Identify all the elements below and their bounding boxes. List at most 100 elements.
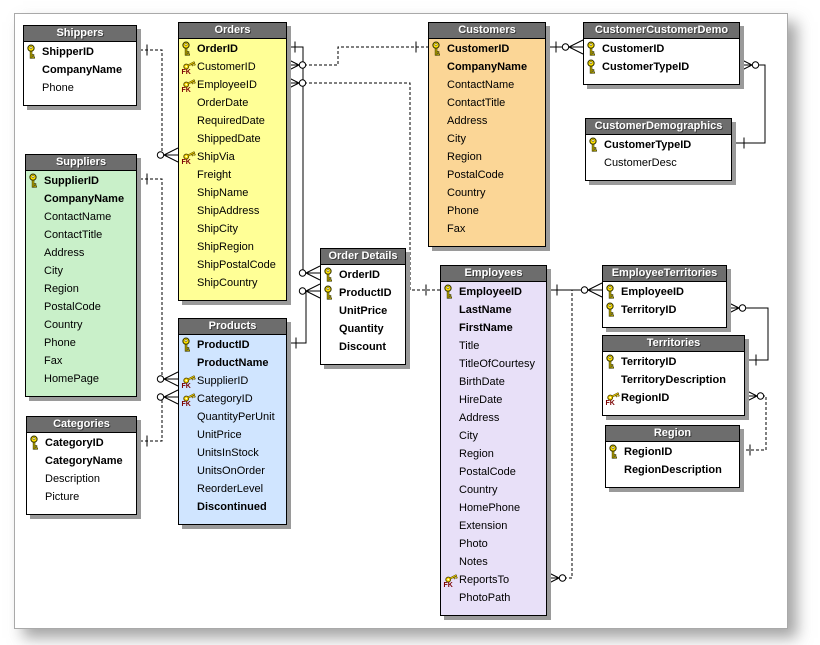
field-row-description[interactable]: Description	[27, 470, 136, 488]
field-row-hiredate[interactable]: HireDate	[441, 391, 546, 409]
field-row-customertypeid[interactable]: CustomerTypeID	[586, 136, 731, 154]
field-row-orderdate[interactable]: OrderDate	[179, 94, 286, 112]
field-row-homepage[interactable]: HomePage	[26, 370, 136, 388]
field-row-city[interactable]: City	[429, 130, 545, 148]
table-title[interactable]: Employees	[441, 266, 546, 282]
field-row-homephone[interactable]: HomePhone	[441, 499, 546, 517]
field-row-customerid[interactable]: CustomerID	[429, 40, 545, 58]
field-row-address[interactable]: Address	[441, 409, 546, 427]
field-row-photopath[interactable]: PhotoPath	[441, 589, 546, 607]
field-row-supplierid[interactable]: SupplierID	[26, 172, 136, 190]
field-row-country[interactable]: Country	[429, 184, 545, 202]
table-title[interactable]: Territories	[603, 336, 744, 352]
field-row-unitsinstock[interactable]: UnitsInStock	[179, 444, 286, 462]
field-row-unitprice[interactable]: UnitPrice	[179, 426, 286, 444]
field-row-companyname[interactable]: CompanyName	[429, 58, 545, 76]
field-row-region[interactable]: Region	[26, 280, 136, 298]
field-row-discount[interactable]: Discount	[321, 338, 405, 356]
field-row-categoryname[interactable]: CategoryName	[27, 452, 136, 470]
field-row-phone[interactable]: Phone	[429, 202, 545, 220]
field-row-freight[interactable]: Freight	[179, 166, 286, 184]
field-row-phone[interactable]: Phone	[24, 79, 136, 97]
field-row-postalcode[interactable]: PostalCode	[441, 463, 546, 481]
field-row-extension[interactable]: Extension	[441, 517, 546, 535]
field-row-city[interactable]: City	[26, 262, 136, 280]
field-row-birthdate[interactable]: BirthDate	[441, 373, 546, 391]
field-row-customerdesc[interactable]: CustomerDesc	[586, 154, 731, 172]
table-title[interactable]: Order Details	[321, 249, 405, 265]
field-row-title[interactable]: Title	[441, 337, 546, 355]
field-row-country[interactable]: Country	[26, 316, 136, 334]
field-row-notes[interactable]: Notes	[441, 553, 546, 571]
field-row-shipcity[interactable]: ShipCity	[179, 220, 286, 238]
field-row-address[interactable]: Address	[26, 244, 136, 262]
field-row-unitsonorder[interactable]: UnitsOnOrder	[179, 462, 286, 480]
field-row-territoryid[interactable]: TerritoryID	[603, 301, 726, 319]
field-row-regiondescription[interactable]: RegionDescription	[606, 461, 739, 479]
table-title[interactable]: CustomerDemographics	[586, 119, 731, 135]
field-row-productid[interactable]: ProductID	[321, 284, 405, 302]
table-title[interactable]: Shippers	[24, 26, 136, 42]
field-row-discontinued[interactable]: Discontinued	[179, 498, 286, 516]
field-row-shippeddate[interactable]: ShippedDate	[179, 130, 286, 148]
field-row-quantityperunit[interactable]: QuantityPerUnit	[179, 408, 286, 426]
field-row-postalcode[interactable]: PostalCode	[26, 298, 136, 316]
table-title[interactable]: Categories	[27, 417, 136, 433]
field-row-companyname[interactable]: CompanyName	[24, 61, 136, 79]
field-row-contacttitle[interactable]: ContactTitle	[429, 94, 545, 112]
field-row-fax[interactable]: Fax	[26, 352, 136, 370]
table-title[interactable]: CustomerCustomerDemo	[584, 23, 739, 39]
table-title[interactable]: Orders	[179, 23, 286, 39]
field-row-regionid[interactable]: RegionID	[606, 443, 739, 461]
field-row-unitprice[interactable]: UnitPrice	[321, 302, 405, 320]
field-row-shipperid[interactable]: ShipperID	[24, 43, 136, 61]
field-row-quantity[interactable]: Quantity	[321, 320, 405, 338]
field-row-lastname[interactable]: LastName	[441, 301, 546, 319]
field-row-address[interactable]: Address	[429, 112, 545, 130]
field-row-country[interactable]: Country	[441, 481, 546, 499]
field-row-fax[interactable]: Fax	[429, 220, 545, 238]
field-row-reorderlevel[interactable]: ReorderLevel	[179, 480, 286, 498]
field-row-productname[interactable]: ProductName	[179, 354, 286, 372]
field-row-orderid[interactable]: OrderID	[321, 266, 405, 284]
field-row-contacttitle[interactable]: ContactTitle	[26, 226, 136, 244]
field-row-customertypeid[interactable]: CustomerTypeID	[584, 58, 739, 76]
field-row-territoryid[interactable]: TerritoryID	[603, 353, 744, 371]
table-title[interactable]: Region	[606, 426, 739, 442]
table-title[interactable]: EmployeeTerritories	[603, 266, 726, 282]
field-row-contactname[interactable]: ContactName	[429, 76, 545, 94]
field-row-requireddate[interactable]: RequiredDate	[179, 112, 286, 130]
field-row-city[interactable]: City	[441, 427, 546, 445]
field-row-customerid[interactable]: CustomerID	[584, 40, 739, 58]
field-row-shipname[interactable]: ShipName	[179, 184, 286, 202]
field-row-region[interactable]: Region	[441, 445, 546, 463]
field-row-shippostalcode[interactable]: ShipPostalCode	[179, 256, 286, 274]
field-row-region[interactable]: Region	[429, 148, 545, 166]
table-title[interactable]: Suppliers	[26, 155, 136, 171]
field-row-picture[interactable]: Picture	[27, 488, 136, 506]
table-title[interactable]: Products	[179, 319, 286, 335]
field-row-phone[interactable]: Phone	[26, 334, 136, 352]
field-row-employeeid[interactable]: EmployeeID	[603, 283, 726, 301]
field-row-productid[interactable]: ProductID	[179, 336, 286, 354]
field-row-categoryid[interactable]: CategoryID	[27, 434, 136, 452]
field-row-contactname[interactable]: ContactName	[26, 208, 136, 226]
field-row-photo[interactable]: Photo	[441, 535, 546, 553]
field-row-postalcode[interactable]: PostalCode	[429, 166, 545, 184]
